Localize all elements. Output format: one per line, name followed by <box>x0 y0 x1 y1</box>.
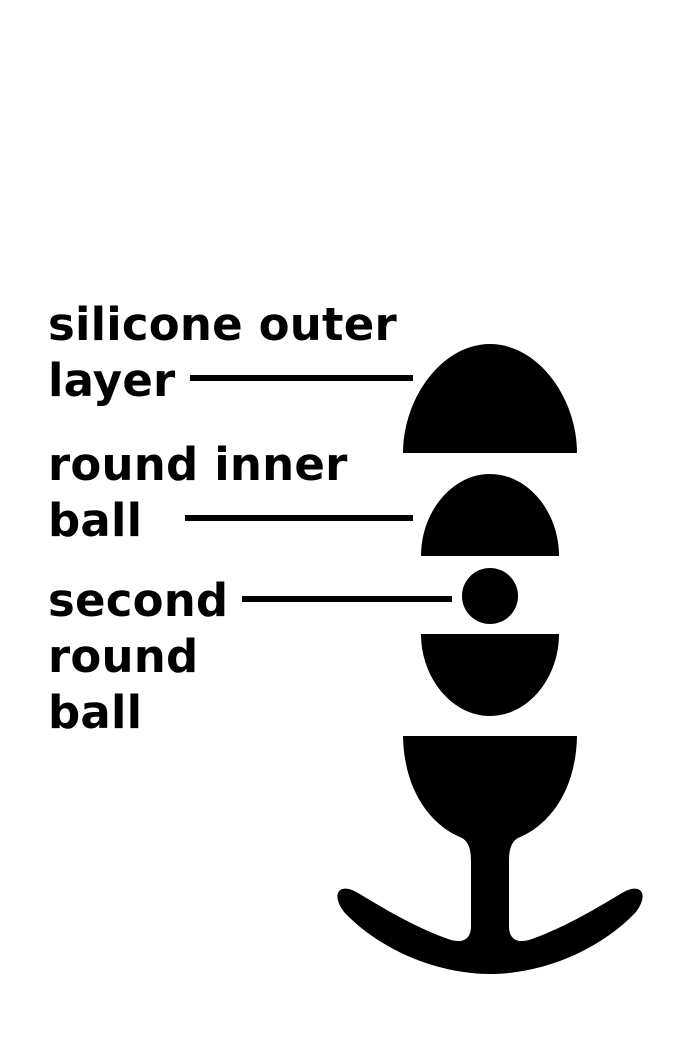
label-second-round-ball: second round ball <box>48 573 228 741</box>
second-round-ball <box>462 568 518 624</box>
label-round-inner-ball-line2: ball <box>48 494 143 547</box>
label-round-inner-ball: round inner ball <box>48 437 347 549</box>
leader-line-outer-layer <box>190 375 413 381</box>
label-round-inner-ball-line1: round inner <box>48 438 348 491</box>
label-silicone-outer-layer-line2: layer <box>48 354 176 407</box>
outer-layer-top-dome <box>403 344 577 453</box>
label-second-round-ball-line3: ball <box>48 686 143 739</box>
leader-line-inner-ball <box>185 515 413 521</box>
label-second-round-ball-line1: second <box>48 574 229 627</box>
inner-ball-top-half <box>421 474 559 556</box>
inner-ball-bottom-half <box>421 634 559 716</box>
label-second-round-ball-line2: round <box>48 630 199 683</box>
outer-layer-base-anchor <box>337 736 643 974</box>
leader-line-second-ball <box>242 596 452 602</box>
label-silicone-outer-layer: silicone outer layer <box>48 297 397 409</box>
label-silicone-outer-layer-line1: silicone outer <box>48 298 397 351</box>
